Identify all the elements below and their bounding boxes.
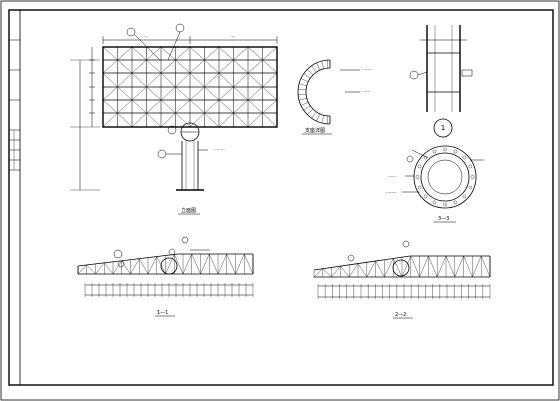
arc-hatching bbox=[298, 60, 329, 124]
title-strip bbox=[9, 10, 21, 385]
svg-text:····: ···· bbox=[230, 35, 235, 40]
arc-detail-caption: 支座详图 bbox=[305, 127, 325, 134]
sheet-inner-border bbox=[8, 9, 554, 386]
truss-1-dimension bbox=[84, 283, 254, 297]
section-1-1-truss: 1—1 bbox=[77, 236, 254, 317]
svg-text:········: ········ bbox=[214, 148, 225, 153]
truss-1-web bbox=[77, 253, 254, 275]
detail-marker-value: 1 bbox=[441, 124, 445, 132]
callout-bubble-a bbox=[126, 27, 136, 37]
arc-support-detail: ········ ······ 支座详图 bbox=[297, 59, 373, 135]
section-1-1-caption: 1—1 bbox=[157, 310, 168, 316]
elevation-caption: 立面图 bbox=[181, 207, 196, 214]
svg-text:······: ······ bbox=[388, 174, 396, 179]
section-3-3: ······ ········ 3—3 bbox=[386, 145, 484, 223]
panel-diagonals bbox=[102, 46, 278, 128]
billboard-elevation: ···· ···· bbox=[70, 23, 278, 215]
svg-text:······: ······ bbox=[362, 89, 370, 94]
column-side-view bbox=[409, 25, 473, 112]
section-2-2-truss: 2—2 bbox=[313, 240, 491, 319]
section-2-2-caption: 2—2 bbox=[395, 312, 406, 318]
svg-text:········: ········ bbox=[386, 190, 397, 195]
section-3-3-caption: 3—3 bbox=[438, 216, 449, 222]
svg-text:········: ········ bbox=[362, 67, 373, 72]
truss-2-dimension bbox=[317, 284, 491, 299]
left-dimension-chain bbox=[70, 47, 100, 191]
bolt-ring bbox=[415, 147, 475, 207]
detail-marker bbox=[433, 118, 453, 138]
callout-leaders bbox=[133, 31, 181, 61]
support-column: ········ bbox=[157, 122, 225, 191]
callout-bubble-b bbox=[175, 23, 185, 33]
svg-text:····: ···· bbox=[143, 35, 148, 40]
top-dimension-line: ···· ···· bbox=[102, 35, 278, 44]
truss-2-web bbox=[313, 255, 491, 278]
